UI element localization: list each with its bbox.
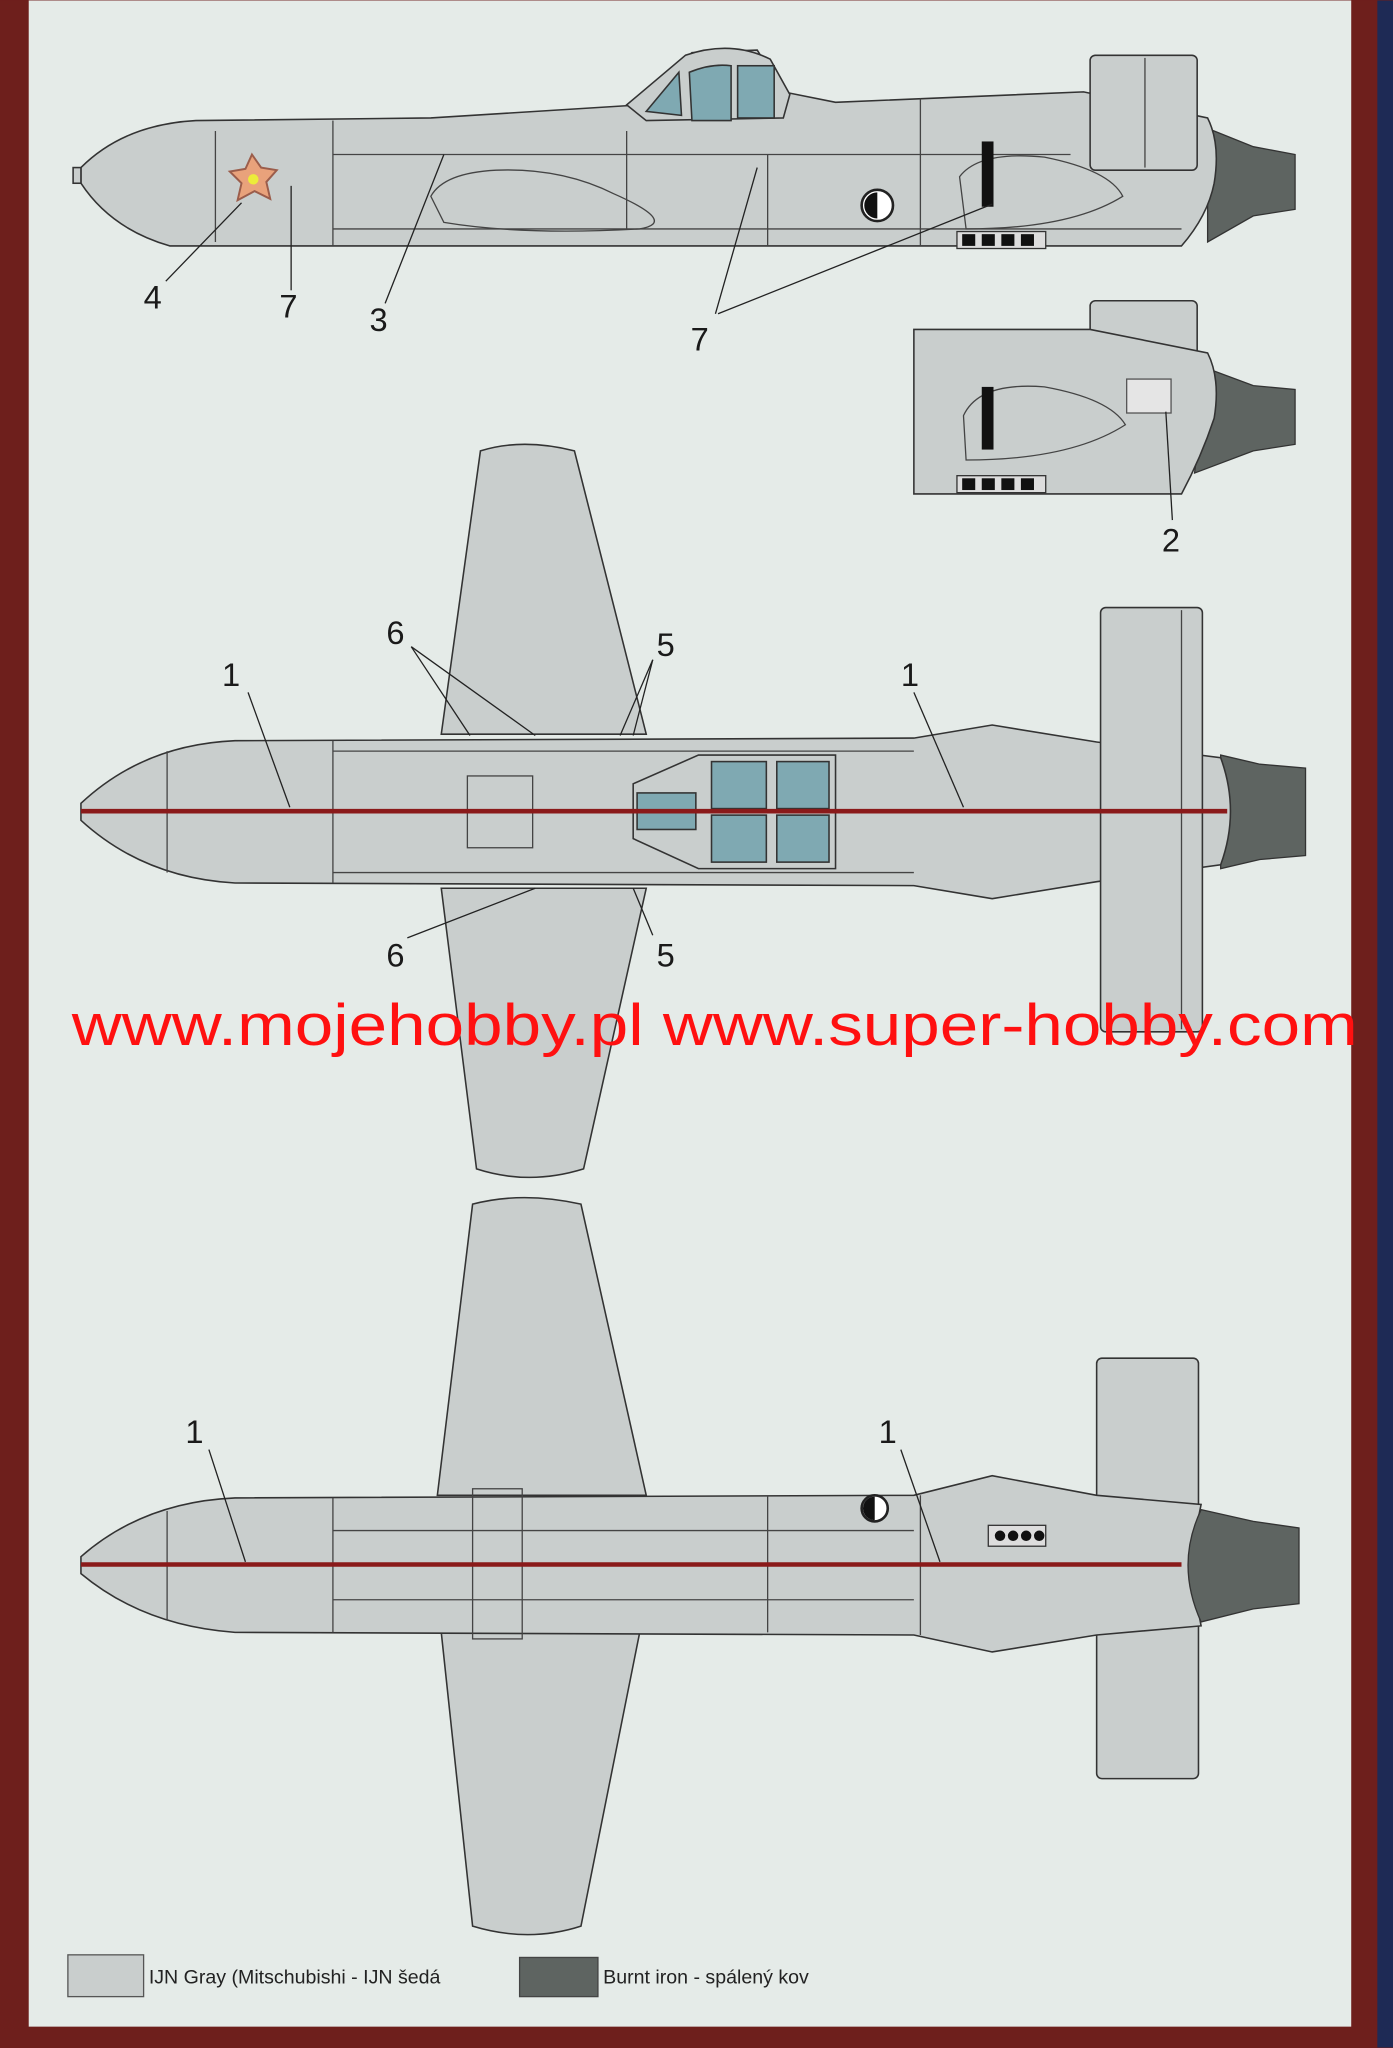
nose-cap: [72, 166, 82, 185]
callout-7: 7: [279, 288, 297, 325]
color-legend: IJN Gray (Mitschubishi - IJN šedá Burnt …: [67, 1954, 809, 1998]
callout-1: 1: [222, 656, 240, 693]
canopy-glass-3: [736, 64, 775, 119]
rear-detail-view: 2: [913, 299, 1296, 558]
legend-label-ijn-gray: IJN Gray (Mitschubishi - IJN šedá: [149, 1967, 441, 1989]
wing-lower: [440, 887, 648, 1179]
legend-swatch-ijn-gray: [67, 1954, 145, 1998]
burnt-exhaust: [1206, 127, 1296, 244]
wing-upper: [440, 443, 648, 735]
wing-lower: [440, 1631, 641, 1936]
callout-1: 1: [879, 1413, 897, 1450]
callout-2: 2: [1162, 521, 1180, 558]
callout-6: 6: [386, 614, 404, 651]
bottom-view: 1 1: [80, 1196, 1300, 1936]
legend-swatch-burnt-iron: [518, 1956, 599, 1998]
canopy-glass-2: [688, 64, 732, 122]
vent-slot: [981, 141, 994, 207]
rear-fuselage: [913, 328, 1218, 495]
exhaust-ports: [956, 230, 1047, 250]
callout-5: 5: [657, 937, 675, 974]
burnt-exhaust: [1187, 1508, 1300, 1623]
callout-4: 4: [144, 279, 162, 316]
horizontal-stabilizer: [1099, 606, 1204, 1033]
callout-1: 1: [901, 656, 919, 693]
legend-label-burnt-iron: Burnt iron - spálený kov: [603, 1967, 809, 1989]
callout-1: 1: [185, 1413, 203, 1450]
wing-upper: [436, 1196, 648, 1497]
callout-7: 7: [691, 320, 709, 357]
side-view: 4 7 3 7: [72, 47, 1296, 357]
canopy-glass-1: [644, 70, 683, 117]
callout-6: 6: [386, 937, 404, 974]
top-view: 1 6 5 1 6 5: [80, 443, 1307, 1179]
tail-fin: [1089, 54, 1198, 171]
callout-5: 5: [657, 626, 675, 663]
watermark: www.mojehobby.pl www.super-hobby.com: [71, 993, 1358, 1058]
fuselage: [80, 49, 1218, 247]
callout-3: 3: [369, 301, 387, 338]
frame-edge-blue: [1377, 0, 1393, 2048]
